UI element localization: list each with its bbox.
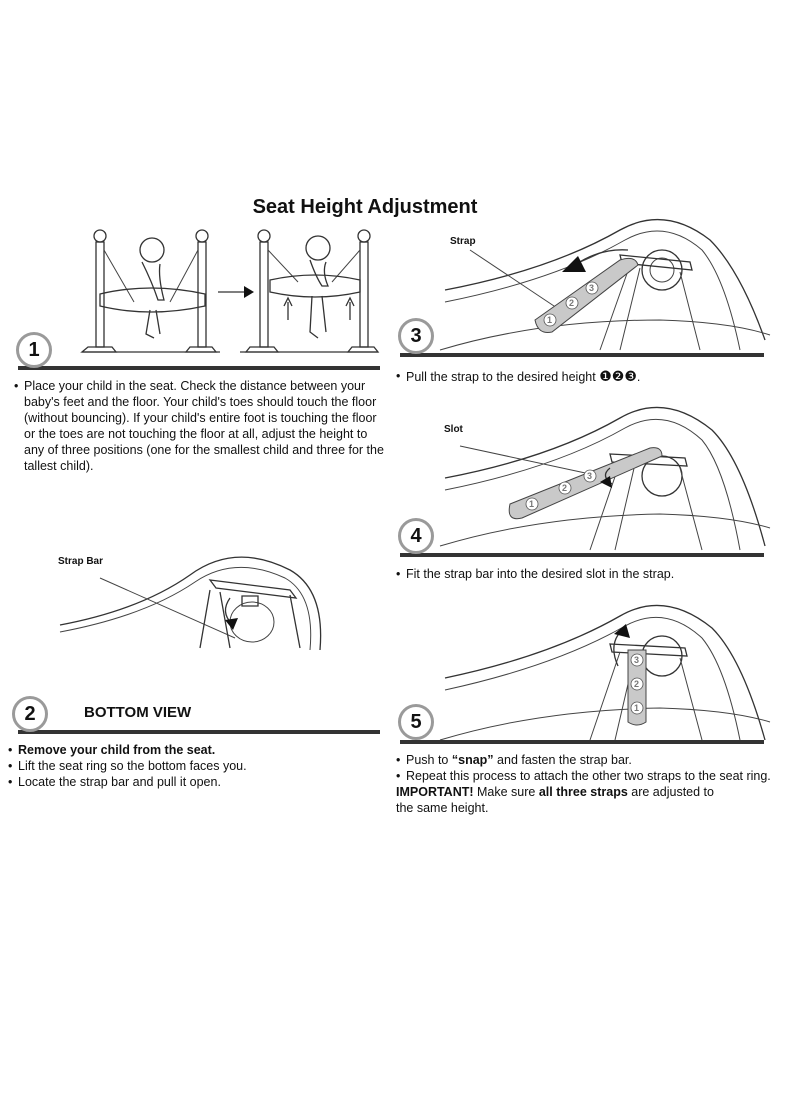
strap-bar-illustration bbox=[59, 556, 322, 651]
bullet: • bbox=[396, 769, 401, 783]
strap-mark-2: 2 bbox=[562, 483, 567, 493]
strap-mark-2: 2 bbox=[569, 298, 574, 308]
step-5-bullet-1: Push to “snap” and fasten the strap bar. bbox=[406, 752, 632, 768]
step-4-rule bbox=[400, 553, 764, 557]
text: and fasten the strap bar. bbox=[493, 753, 632, 767]
step-1-text: Place your child in the seat. Check the … bbox=[24, 379, 384, 473]
strap-snap-illustration: 3 2 1 bbox=[439, 604, 771, 741]
strap-pull-illustration: 1 2 3 bbox=[439, 219, 771, 351]
list-item: • Remove your child from the seat. bbox=[8, 742, 388, 758]
step-5-bullet-2: Repeat this process to attach the other … bbox=[406, 769, 771, 783]
step-3-number: 3 bbox=[398, 318, 434, 354]
step-4-number: 4 bbox=[398, 518, 434, 554]
step-3-instructions: • Pull the strap to the desired height ❶… bbox=[396, 368, 786, 385]
strap-mark-2: 2 bbox=[634, 679, 639, 689]
step-3-text-end: . bbox=[636, 370, 641, 384]
step-2-number: 2 bbox=[12, 696, 48, 732]
step-2-bullet-3: Locate the strap bar and pull it open. bbox=[18, 775, 221, 789]
step-5-rule bbox=[400, 740, 764, 744]
step-1-instructions: • Place your child in the seat. Check th… bbox=[14, 378, 384, 474]
text: Make sure bbox=[473, 785, 539, 799]
list-item: • Push to “snap” and fasten the strap ba… bbox=[396, 752, 792, 768]
bullet: • bbox=[8, 775, 13, 789]
step-3-text-main: Pull the strap to the desired height bbox=[406, 370, 596, 384]
baby-in-jumper-illustration bbox=[80, 229, 380, 353]
strap-slot-illustration: 1 2 3 bbox=[439, 406, 771, 551]
step-2-bullet-1: Remove your child from the seat. bbox=[18, 743, 216, 757]
important-label: IMPORTANT! bbox=[396, 785, 474, 799]
list-item: • Repeat this process to attach the othe… bbox=[396, 768, 792, 784]
strap-mark-3: 3 bbox=[589, 283, 594, 293]
strap-callout: Strap bbox=[450, 236, 476, 247]
bottom-view-heading: BOTTOM VIEW bbox=[84, 704, 192, 721]
text: Push to bbox=[406, 753, 452, 767]
step-3-text: Pull the strap to the desired height ❶❷❸… bbox=[406, 368, 640, 385]
height-icon-2: ❷ bbox=[611, 368, 625, 384]
list-item: • Locate the strap bar and pull it open. bbox=[8, 774, 388, 790]
step-1-rule bbox=[18, 366, 380, 370]
bullet: • bbox=[396, 753, 401, 767]
strap-mark-3: 3 bbox=[634, 655, 639, 665]
bullet: • bbox=[8, 759, 13, 773]
step-2-bullet-2: Lift the seat ring so the bottom faces y… bbox=[18, 759, 247, 773]
page-title: Seat Height Adjustment bbox=[252, 196, 478, 218]
step-4-text: Fit the strap bar into the desired slot … bbox=[406, 567, 675, 581]
step-4-instructions: • Fit the strap bar into the desired slo… bbox=[396, 566, 786, 582]
height-icon-1: ❶ bbox=[599, 368, 612, 384]
height-icon-3: ❸ bbox=[624, 368, 637, 384]
step-5-instructions: • Push to “snap” and fasten the strap ba… bbox=[396, 752, 792, 816]
bullet: • bbox=[8, 743, 13, 757]
strap-bar-callout: Strap Bar bbox=[58, 556, 104, 567]
step-2-instructions: • Remove your child from the seat. • Lift … bbox=[8, 742, 388, 790]
bullet: • bbox=[14, 379, 19, 393]
step-5-number: 5 bbox=[398, 704, 434, 740]
step-3-rule bbox=[400, 353, 764, 357]
important-note: IMPORTANT! Make sure all three straps ar… bbox=[396, 784, 726, 816]
step-2-rule bbox=[18, 730, 380, 734]
all-three-straps-emphasis: all three straps bbox=[538, 785, 628, 799]
snap-emphasis: “snap” bbox=[451, 753, 494, 767]
strap-mark-3: 3 bbox=[587, 471, 592, 481]
step-1-number: 1 bbox=[16, 332, 52, 368]
strap-mark-1: 1 bbox=[547, 315, 552, 325]
strap-mark-1: 1 bbox=[529, 499, 534, 509]
list-item: • Lift the seat ring so the bottom faces … bbox=[8, 758, 388, 774]
strap-mark-1: 1 bbox=[634, 703, 639, 713]
slot-callout: Slot bbox=[444, 424, 463, 435]
bullet: • bbox=[396, 369, 401, 383]
text: are adjusted to the same height. bbox=[396, 785, 714, 815]
bullet: • bbox=[396, 567, 401, 581]
